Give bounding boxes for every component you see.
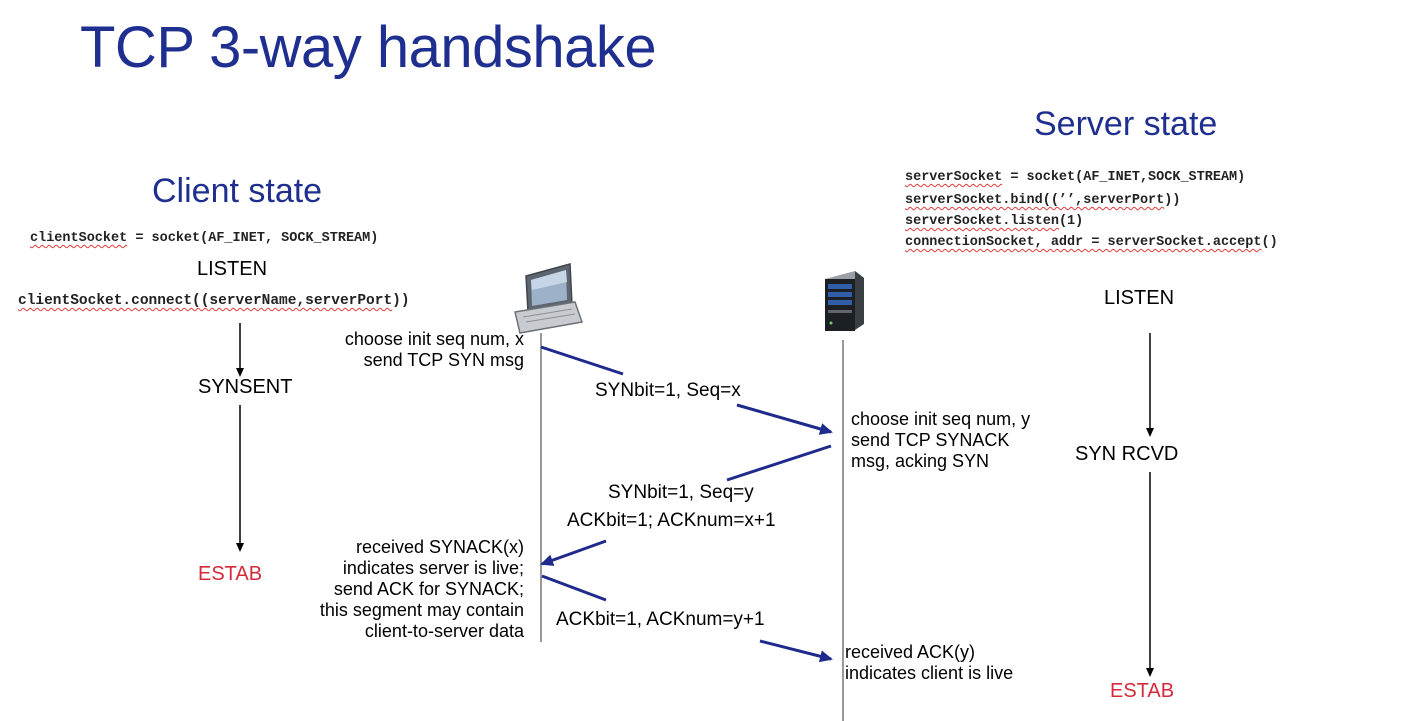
laptop-computer-icon bbox=[514, 263, 583, 334]
server-state-syn-rcvd: SYN RCVD bbox=[1075, 443, 1179, 465]
client-connect-call: clientSocket.connect((serverName,serverP… bbox=[18, 293, 393, 309]
client-state-heading: Client state bbox=[152, 172, 323, 210]
server-code-rest: )) bbox=[1164, 193, 1181, 208]
note-line: this segment may contain bbox=[319, 600, 524, 620]
syn-message-label: SYNbit=1, Seq=x bbox=[595, 380, 741, 401]
server-ack-note: received ACK(y) indicates client is live bbox=[845, 642, 1013, 684]
server-state-heading: Server state bbox=[1034, 105, 1218, 143]
server-code-line-2: serverSocket.bind((’’,serverPort)) bbox=[905, 193, 1180, 208]
client-socket-var: clientSocket bbox=[30, 231, 128, 246]
server-code-rest: () bbox=[1261, 235, 1278, 250]
page-title: TCP 3-way handshake bbox=[80, 15, 657, 80]
syn-arrow-segment-2 bbox=[736, 403, 833, 435]
syn-arrow-segment-1 bbox=[540, 345, 624, 376]
note-line: client-to-server data bbox=[364, 621, 524, 641]
server-code-var: serverSocket.bind((’’,serverPort bbox=[905, 193, 1165, 208]
server-code-var: connectionSocket, addr = serverSocket.ac… bbox=[905, 235, 1262, 250]
server-code-rest: = socket(AF_INET,SOCK_STREAM) bbox=[1002, 170, 1246, 185]
server-state-estab: ESTAB bbox=[1110, 680, 1175, 702]
client-connect-code: clientSocket.connect((serverName,serverP… bbox=[18, 293, 410, 309]
note-line: indicates client is live bbox=[845, 663, 1014, 683]
server-code-var: serverSocket.listen bbox=[905, 214, 1059, 229]
client-syn-note: choose init seq num, x send TCP SYN msg bbox=[345, 329, 524, 371]
server-code-line-1: serverSocket = socket(AF_INET,SOCK_STREA… bbox=[905, 170, 1245, 185]
server-tower-icon bbox=[825, 271, 864, 331]
note-line: send TCP SYNACK bbox=[851, 430, 1010, 450]
ack-message-label: ACKbit=1, ACKnum=y+1 bbox=[556, 609, 765, 630]
synack-message-label-2: ACKbit=1; ACKnum=x+1 bbox=[567, 510, 776, 531]
note-line: send TCP SYN msg bbox=[363, 350, 524, 370]
client-state-listen: LISTEN bbox=[197, 258, 268, 280]
server-code-line-3: serverSocket.listen(1) bbox=[905, 214, 1083, 229]
synack-message-label-1: SYNbit=1, Seq=y bbox=[608, 482, 754, 503]
ack-arrow-segment-1 bbox=[541, 574, 607, 602]
note-line: received SYNACK(x) bbox=[355, 537, 524, 557]
synack-arrow-segment-1 bbox=[726, 444, 832, 482]
server-code-rest: (1) bbox=[1058, 214, 1084, 229]
server-code-line-4: connectionSocket, addr = serverSocket.ac… bbox=[905, 235, 1278, 250]
note-line: choose init seq num, y bbox=[851, 409, 1031, 429]
client-connect-rest: )) bbox=[392, 293, 410, 309]
note-line: msg, acking SYN bbox=[851, 451, 990, 471]
client-state-estab: ESTAB bbox=[198, 563, 263, 585]
note-line: indicates server is live; bbox=[342, 558, 524, 578]
note-line: received ACK(y) bbox=[845, 642, 976, 662]
server-code-var: serverSocket bbox=[905, 170, 1003, 185]
client-ack-note: received SYNACK(x) indicates server is l… bbox=[320, 537, 524, 642]
client-state-synsent: SYNSENT bbox=[198, 376, 293, 398]
note-line: send ACK for SYNACK; bbox=[333, 579, 524, 599]
client-socket-code: clientSocket = socket(AF_INET, SOCK_STRE… bbox=[30, 231, 378, 246]
server-synack-note: choose init seq num, y send TCP SYNACK m… bbox=[851, 409, 1030, 472]
synack-arrow-segment-2 bbox=[540, 539, 607, 566]
note-line: choose init seq num, x bbox=[344, 329, 524, 349]
ack-arrow-segment-2 bbox=[759, 639, 833, 663]
server-state-listen: LISTEN bbox=[1104, 287, 1175, 309]
client-socket-rest: = socket(AF_INET, SOCK_STREAM) bbox=[127, 231, 379, 246]
